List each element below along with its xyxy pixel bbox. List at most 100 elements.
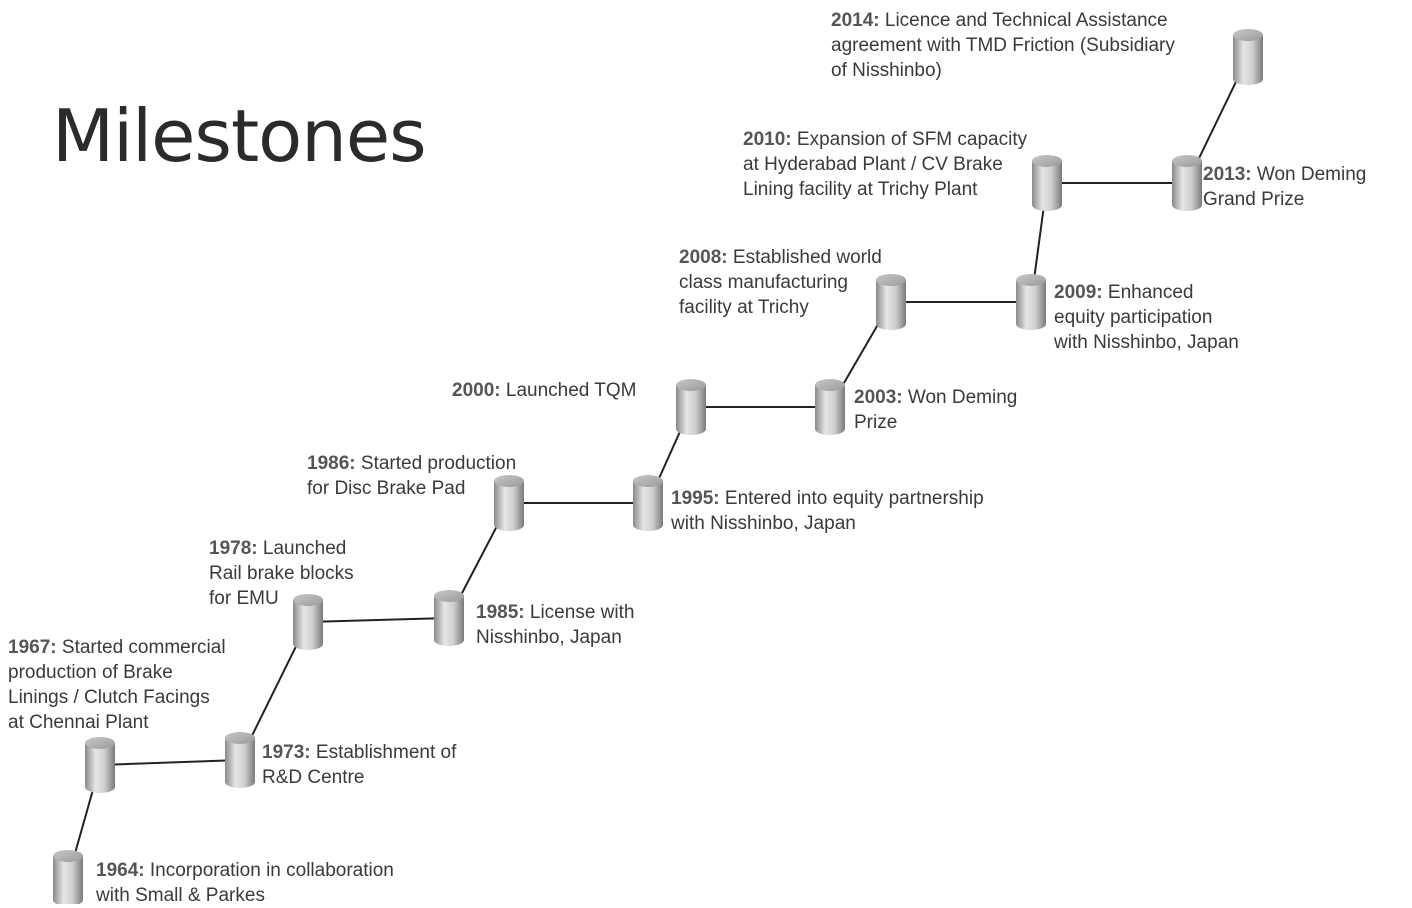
milestone-description: agreement with TMD Friction (Subsidiary [831, 35, 1175, 56]
milestone-text-line: 2013: Won Deming [1203, 162, 1366, 187]
milestone-text-line: Lining facility at Trichy Plant [743, 177, 1027, 202]
milestone-year: 2008: [679, 247, 728, 268]
milestone-description: production of Brake [8, 662, 173, 683]
milestone-text-line: 1973: Establishment of [262, 740, 456, 765]
milestone-description: License with [529, 602, 635, 623]
milestone-cylinder [876, 274, 906, 330]
milestone-description: facility at Trichy [679, 297, 809, 318]
milestone-cylinder [53, 850, 83, 904]
milestone-year: 2009: [1054, 282, 1103, 303]
milestone-description: Nisshinbo, Japan [476, 627, 622, 648]
milestone-description: Established world [732, 247, 882, 268]
milestone-year: 2014: [831, 10, 880, 31]
milestone-cylinder [293, 594, 323, 650]
milestone-text-line: 1985: License with [476, 600, 634, 625]
milestone-text-line: R&D Centre [262, 765, 456, 790]
milestone-text-line: Prize [854, 410, 1017, 435]
milestone-cylinder [85, 737, 115, 793]
milestone-description: with Small & Parkes [96, 885, 265, 906]
milestone-cylinder [1032, 155, 1062, 211]
milestone-description: Won Deming [1256, 164, 1367, 185]
milestone-year: 2010: [743, 129, 792, 150]
milestone-text-line: 1967: Started commercial [8, 635, 226, 660]
milestone-text-line: with Nisshinbo, Japan [671, 511, 984, 536]
milestone-description: for EMU [209, 588, 279, 609]
milestone-cylinder [225, 732, 255, 788]
milestone-description: Grand Prize [1203, 189, 1305, 210]
milestone-description: Launched [262, 538, 347, 559]
milestone-text-line: at Hyderabad Plant / CV Brake [743, 152, 1027, 177]
milestone-text-line: for EMU [209, 586, 354, 611]
milestone-description: Rail brake blocks [209, 563, 354, 584]
milestone-description: Won Deming [907, 387, 1018, 408]
milestone-text-line: 1964: Incorporation in collaboration [96, 858, 394, 883]
milestone-text-line: production of Brake [8, 660, 226, 685]
milestone-year: 1995: [671, 488, 720, 509]
connector-line [99, 759, 241, 766]
milestone-text-line: 1995: Entered into equity partnership [671, 486, 984, 511]
milestone-text-line: of Nisshinbo) [831, 58, 1175, 83]
milestone-description: R&D Centre [262, 767, 365, 788]
milestone-text-line: agreement with TMD Friction (Subsidiary [831, 33, 1175, 58]
milestone-year: 1985: [476, 602, 525, 623]
milestone-year: 1978: [209, 538, 258, 559]
milestone-description: Expansion of SFM capacity [796, 129, 1028, 150]
milestone-text-line: 2014: Licence and Technical Assistance [831, 8, 1175, 33]
milestone-text-line: equity participation [1054, 305, 1239, 330]
milestone-description: Started commercial [61, 637, 226, 658]
milestone-cylinder [676, 379, 706, 435]
milestone-description: Linings / Clutch Facings [8, 687, 210, 708]
page-title: Milestones [52, 94, 427, 178]
milestone-label: 2000: Launched TQM [452, 378, 637, 403]
milestone-cylinder [815, 379, 845, 435]
milestone-text-line: 1978: Launched [209, 536, 354, 561]
milestone-cylinder [1233, 29, 1263, 85]
milestone-text-line: 1986: Started production [307, 451, 516, 476]
milestone-year: 2003: [854, 387, 903, 408]
milestone-text-line: with Nisshinbo, Japan [1054, 330, 1239, 355]
milestone-year: 2013: [1203, 164, 1252, 185]
milestone-text-line: 2008: Established world [679, 245, 882, 270]
milestone-description: for Disc Brake Pad [307, 478, 466, 499]
milestone-text-line: Rail brake blocks [209, 561, 354, 586]
milestone-description: Licence and Technical Assistance [884, 10, 1168, 31]
milestone-description: at Chennai Plant [8, 712, 149, 733]
milestone-text-line: class manufacturing [679, 270, 882, 295]
milestone-description: with Nisshinbo, Japan [671, 513, 856, 534]
connector-line [307, 617, 450, 623]
milestone-description: with Nisshinbo, Japan [1054, 332, 1239, 353]
milestone-description: Launched TQM [505, 380, 637, 401]
milestone-description: Prize [854, 412, 898, 433]
milestone-description: of Nisshinbo) [831, 60, 942, 81]
milestone-cylinder [1172, 155, 1202, 211]
milestone-description: Started production [360, 453, 517, 474]
milestone-description: Establishment of [315, 742, 457, 763]
milestone-cylinder [434, 590, 464, 646]
milestone-text-line: 2010: Expansion of SFM capacity [743, 127, 1027, 152]
milestone-cylinder [633, 475, 663, 531]
milestone-description: class manufacturing [679, 272, 848, 293]
milestone-text-line: 2003: Won Deming [854, 385, 1017, 410]
milestone-description: Lining facility at Trichy Plant [743, 179, 978, 200]
milestone-description: at Hyderabad Plant / CV Brake [743, 154, 1003, 175]
milestone-text-line: Nisshinbo, Japan [476, 625, 634, 650]
milestone-text-line: 2009: Enhanced [1054, 280, 1239, 305]
milestone-text-line: for Disc Brake Pad [307, 476, 516, 501]
milestone-description: Enhanced [1107, 282, 1194, 303]
milestone-text-line: facility at Trichy [679, 295, 882, 320]
milestone-text-line: 2000: Launched TQM [452, 378, 637, 403]
milestone-description: Entered into equity partnership [724, 488, 984, 509]
milestone-text-line: Grand Prize [1203, 187, 1366, 212]
milestone-year: 1986: [307, 453, 356, 474]
